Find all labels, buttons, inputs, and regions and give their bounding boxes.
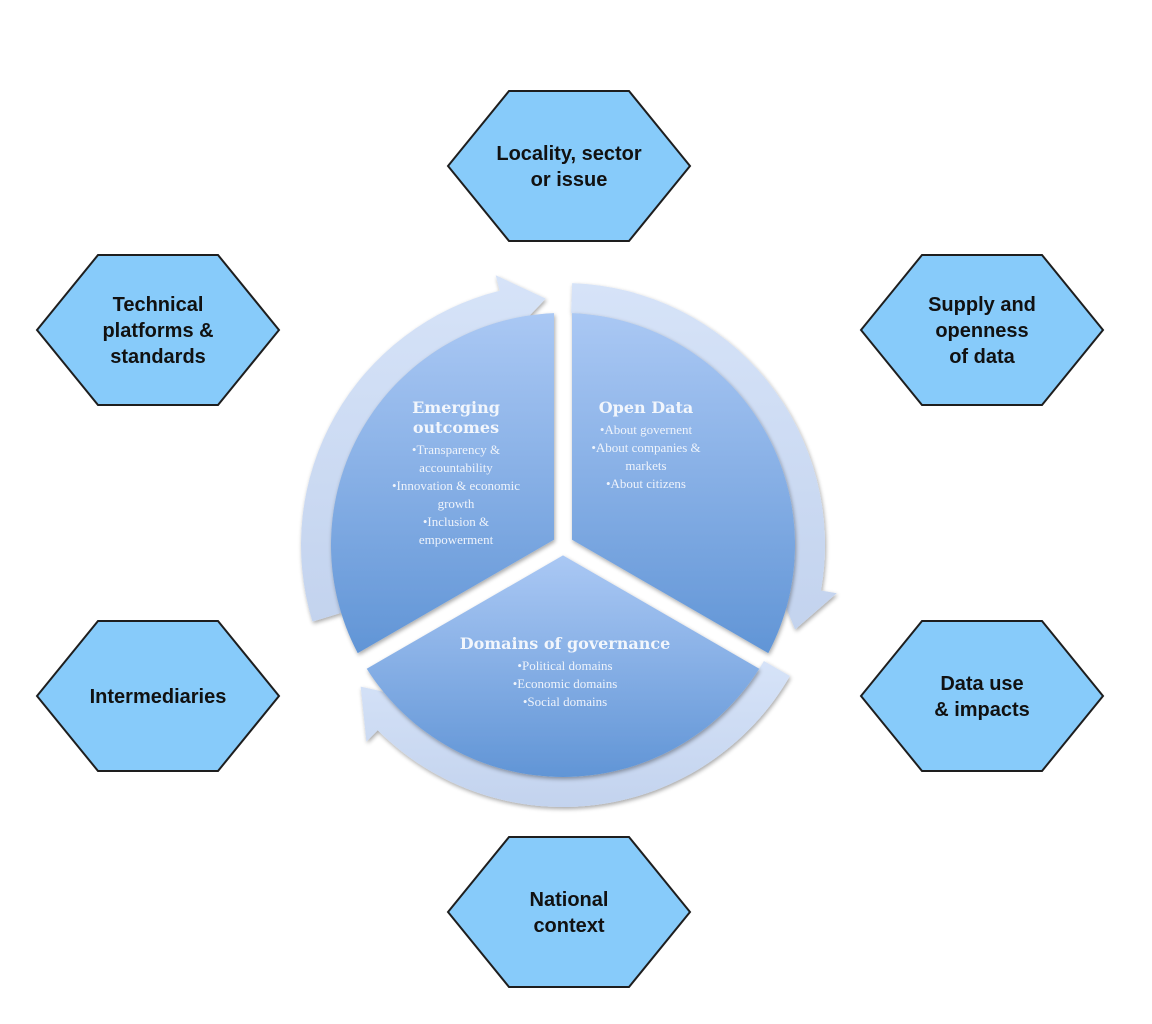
hexagon-shape [859, 620, 1105, 772]
segment-item: •About governent [600, 422, 693, 437]
hexagon-locality: Locality, sector or issue [446, 90, 692, 242]
segment-shape [572, 313, 796, 654]
arrow-to-outcomes-icon [360, 661, 790, 807]
segment-item: •About companies & [591, 440, 700, 455]
hexagon-data-use: Data use & impacts [859, 620, 1105, 772]
segment-shape [330, 313, 554, 654]
segment-item: •Inclusion & [423, 514, 489, 529]
hexagon-label: Locality, sector [496, 143, 641, 165]
hexagon-label: context [533, 915, 604, 937]
hexagon-technical: Technical platforms & standards [35, 254, 281, 406]
segment-item: •Innovation & economic [392, 478, 520, 493]
segment-title: Open Data [599, 398, 694, 417]
cycle-arrows [301, 275, 837, 807]
hexagon-label: Intermediaries [90, 686, 227, 708]
hexagon-label: of data [949, 346, 1015, 368]
hexagon-label: Data use [940, 673, 1023, 695]
hexagon-label: standards [110, 346, 206, 368]
segment-item: markets [625, 458, 666, 473]
segment-title: outcomes [413, 418, 499, 437]
cycle-segment-open-data: Open Data •About governent •About companie… [572, 313, 796, 654]
hexagon-label: openness [935, 320, 1028, 342]
arrow-to-open-data-icon [301, 275, 546, 622]
hexagon-intermediaries: Intermediaries [35, 620, 281, 772]
hexagon-label: Supply and [928, 294, 1036, 316]
segment-item: •About citizens [606, 476, 686, 491]
segment-shape [366, 555, 760, 778]
segment-item: •Transparency & [412, 442, 500, 457]
arrow-to-domains-icon [571, 283, 837, 630]
segment-item: empowerment [419, 532, 494, 547]
segment-item: growth [438, 496, 475, 511]
segment-item: accountability [419, 460, 493, 475]
cycle-segment-domains-of-governance: Domains of governance •Political domains •… [366, 555, 760, 778]
hexagon-shape [859, 254, 1105, 406]
hexagon-label: or issue [531, 169, 608, 191]
hexagon-label: platforms & [102, 320, 213, 342]
hexagon-label: & impacts [934, 699, 1030, 721]
segment-item: •Political domains [517, 658, 612, 673]
segment-item: •Social domains [523, 694, 607, 709]
segment-title: Domains of governance [460, 634, 671, 653]
hexagon-shape [35, 620, 281, 772]
hexagon-shape [446, 90, 692, 242]
hexagon-label: Technical [113, 294, 204, 316]
hexagon-shape [35, 254, 281, 406]
segment-title: Emerging [412, 398, 500, 417]
cycle-segments: Open Data •About governent •About companie… [330, 313, 796, 778]
cycle-wheel: Open Data •About governent •About companie… [301, 275, 837, 807]
hexagon-shape [446, 836, 692, 988]
hexagon-supply: Supply and openness of data [859, 254, 1105, 406]
hexagon-label: National [530, 889, 609, 911]
segment-item: •Economic domains [513, 676, 618, 691]
hexagon-national: National context [446, 836, 692, 988]
